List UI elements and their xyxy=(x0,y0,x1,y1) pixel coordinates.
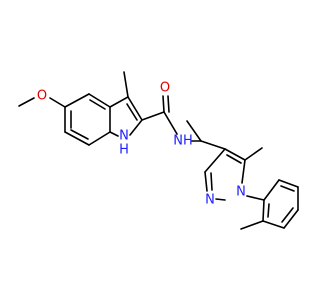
atom-o-carbonyl: O xyxy=(160,81,170,96)
atom-n-indole: N xyxy=(119,129,129,144)
bond-ch-methyl xyxy=(186,120,202,142)
bond-tolyl-methyl xyxy=(240,220,264,230)
bond-ar5 xyxy=(262,220,285,229)
bond-c5-n1 xyxy=(241,159,246,184)
bond-c7a-c7 xyxy=(88,131,111,146)
bond-c-o-2 xyxy=(167,95,170,113)
atom-n-pyrazole-1: N xyxy=(236,185,246,200)
bond-n2-c3-b xyxy=(210,172,213,191)
bond-ar-inner-2 xyxy=(281,207,294,223)
bond-n2-c3-a xyxy=(204,171,208,192)
bond-ar6 xyxy=(262,199,265,222)
bond-c4-c5-inner xyxy=(226,154,242,164)
bond-o-ring xyxy=(49,97,66,108)
bond-c2-carbonyl xyxy=(141,111,165,121)
bond-c4-c3a xyxy=(88,93,111,108)
bond-ar-inner-1 xyxy=(280,185,295,192)
bond-c4-c3a-inner xyxy=(89,99,106,110)
bond-methyl-o xyxy=(18,97,35,107)
bond-c3-c2-inner xyxy=(126,103,138,121)
bond-c3-c2 xyxy=(127,96,143,121)
molecule-structure: O O NH N H N N xyxy=(18,71,299,230)
bond-c3-c4 xyxy=(204,148,226,173)
bond-ar1 xyxy=(263,179,280,201)
bond-ar-inner-3 xyxy=(267,203,270,218)
bond-c-nh xyxy=(163,111,178,135)
bond-n1-c7a xyxy=(109,131,119,137)
atom-h-indole: H xyxy=(119,143,129,158)
bond-ar4 xyxy=(283,209,299,229)
bond-c5-c4 xyxy=(64,93,90,108)
bond-ch-pyrazole xyxy=(200,140,226,150)
atom-n-pyrazole-2: N xyxy=(205,193,215,208)
atom-nh-amide: NH xyxy=(173,134,193,149)
bond-n1-n2 xyxy=(215,198,226,201)
bond-ar2 xyxy=(278,179,299,188)
bond-c5-methyl xyxy=(244,147,263,161)
atom-o-methoxy: O xyxy=(37,89,47,104)
bond-c3a-c3 xyxy=(109,96,129,108)
bond-c-o-1 xyxy=(162,95,165,113)
bond-c7-c6 xyxy=(64,131,90,146)
bond-c2-n1 xyxy=(129,119,143,136)
bond-c4-c5 xyxy=(224,148,246,161)
bond-c3-methyl xyxy=(123,71,129,98)
bond-c7-c6-inner xyxy=(70,129,89,140)
bond-n1-aryl xyxy=(246,195,265,201)
